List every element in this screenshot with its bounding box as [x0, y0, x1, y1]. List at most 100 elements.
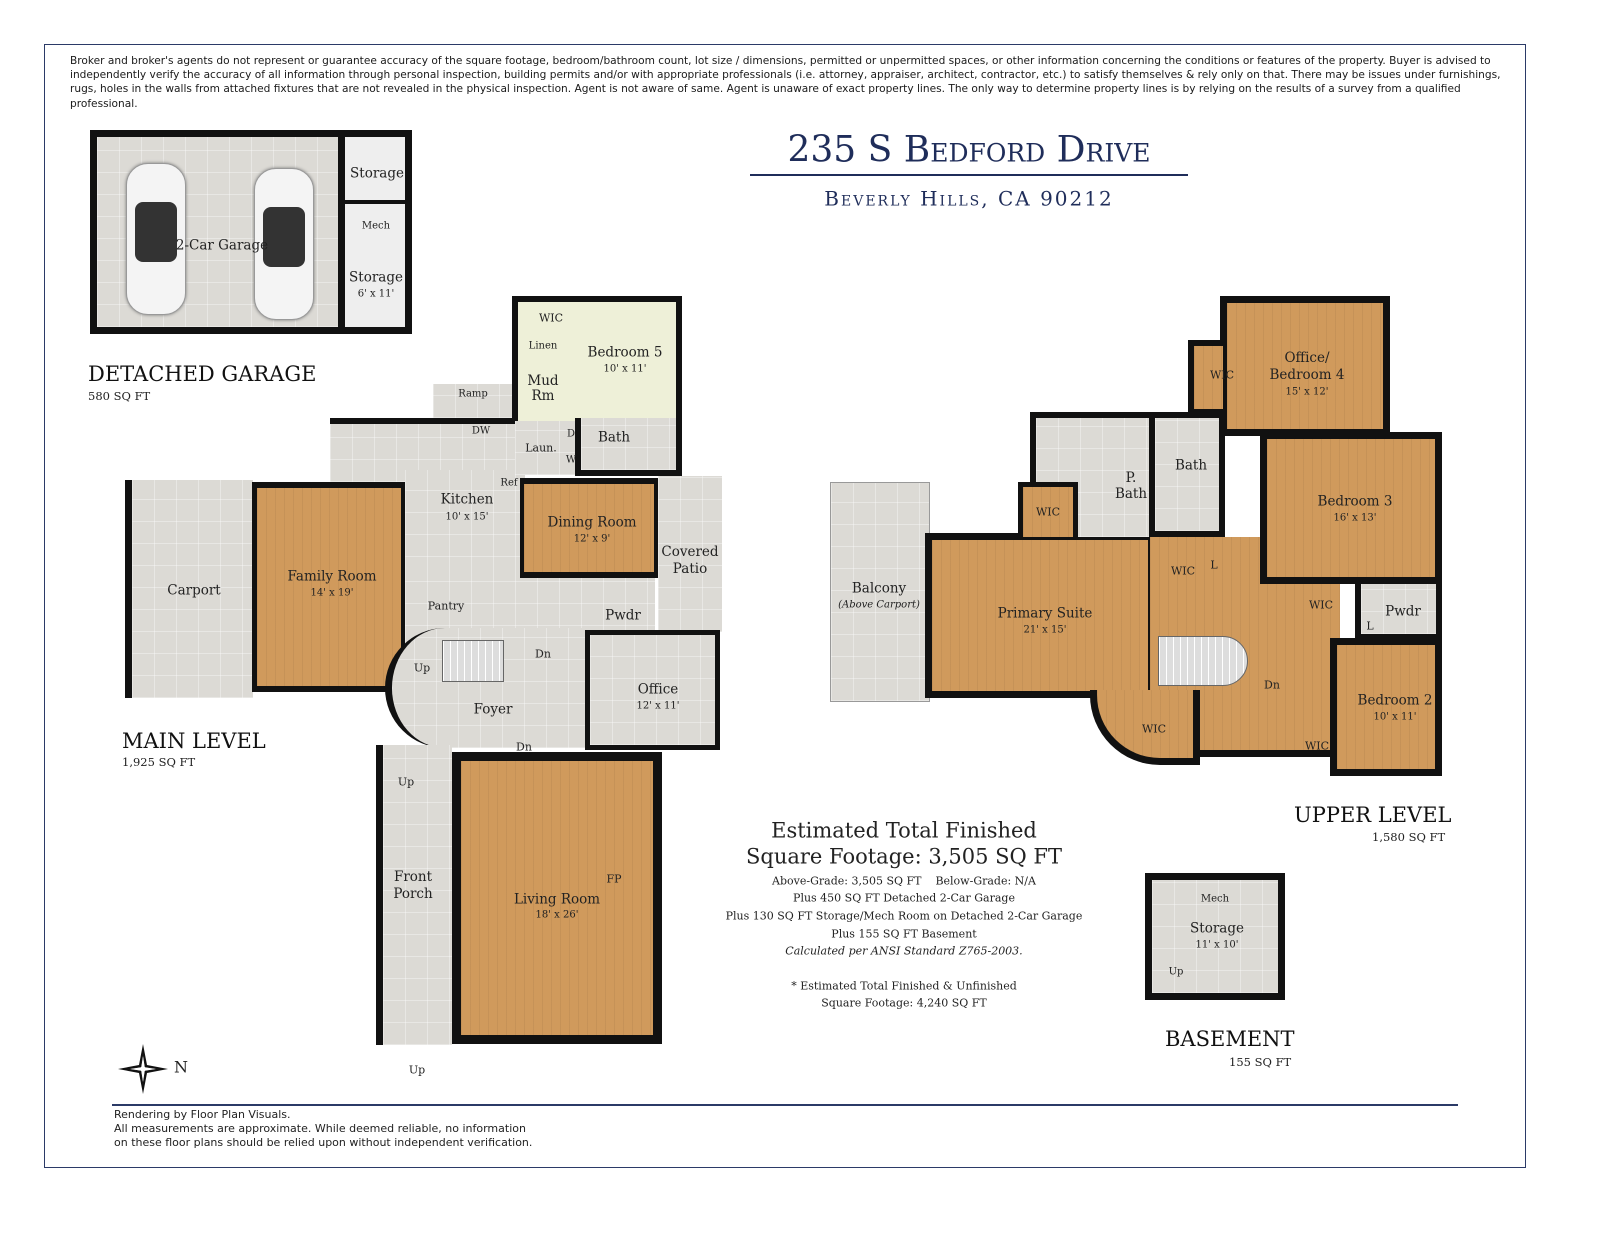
totals-note: * Estimated Total Finished & Unfinished — [791, 979, 1017, 993]
bath-upper — [1155, 412, 1225, 537]
totals-heading: Square Footage: 3,505 SQ FT — [746, 844, 1062, 869]
office-main — [585, 630, 720, 750]
garage-wall — [345, 200, 407, 204]
room-label: Bedroom 5 — [587, 344, 663, 361]
dryer: D — [566, 428, 576, 440]
room-dimension: 15' x 12' — [1285, 386, 1329, 398]
room-dimension: 12' x 9' — [573, 533, 611, 545]
stairs — [442, 640, 504, 682]
level-title: DETACHED GARAGE — [88, 362, 317, 386]
room-label: Bath — [597, 429, 631, 446]
room-label: Mech — [361, 220, 391, 232]
stair-label: Dn — [516, 740, 532, 754]
family-room — [252, 482, 407, 692]
room-dimension: 21' x 15' — [1023, 624, 1067, 636]
stairs-upper — [1158, 636, 1248, 686]
city-subtitle: Beverly Hills, CA 90212 — [824, 186, 1114, 211]
room-label: WIC — [1308, 598, 1334, 612]
room-label: Covered Patio — [661, 544, 719, 577]
room-label: P. Bath — [1114, 470, 1148, 502]
front-porch — [376, 745, 452, 1045]
room-label: WIC — [538, 311, 564, 325]
basement-storage — [1145, 873, 1285, 1000]
office-bedroom-4 — [1220, 296, 1390, 436]
level-title: MAIN LEVEL — [122, 729, 266, 753]
garage-storage-area — [345, 137, 405, 327]
room-label: WIC — [1304, 739, 1330, 753]
footer-line: All measurements are approximate. While … — [114, 1122, 526, 1135]
stair-label: Up — [1168, 966, 1184, 978]
stair-label: Up — [413, 661, 431, 675]
car-icon — [126, 163, 186, 315]
room-label: L — [1366, 619, 1374, 633]
room-label: Office/ Bedroom 4 — [1269, 350, 1345, 383]
covered-patio — [658, 476, 722, 632]
room-label: Ramp — [458, 388, 488, 400]
room-label: Living Room — [513, 891, 601, 908]
room-label: Office — [637, 681, 679, 698]
car-icon — [254, 168, 314, 320]
room-label: Carport — [167, 582, 221, 599]
footer-line: Rendering by Floor Plan Visuals. — [114, 1108, 291, 1121]
room-label: Bedroom 2 — [1357, 692, 1433, 709]
footer-line: on these floor plans should be relied up… — [114, 1136, 533, 1149]
room-label: Mech — [1200, 893, 1230, 905]
powder-upper — [1355, 584, 1442, 640]
page-border — [44, 44, 1526, 1168]
room-label: Pwdr — [605, 607, 641, 624]
fireplace-label: FP — [606, 872, 622, 886]
level-sqft: 1,925 SQ FT — [122, 755, 196, 769]
room-label: Mud Rm — [527, 373, 559, 404]
room-label: WIC — [1209, 368, 1235, 382]
wic — [1188, 340, 1223, 415]
room-label: Storage — [350, 165, 404, 182]
disclaimer: Broker and broker's agents do not repres… — [70, 55, 1501, 110]
totals-line: Above-Grade: 3,505 SQ FT Below-Grade: N/… — [772, 874, 1036, 888]
stair-label: Dn — [1264, 678, 1280, 692]
stair-label: Dn — [535, 647, 551, 661]
room-label: Laun. — [525, 441, 557, 455]
totals-line: Plus 450 SQ FT Detached 2-Car Garage — [793, 891, 1015, 905]
room-label: DW — [471, 425, 491, 437]
room-label: Storage — [349, 269, 403, 286]
level-sqft: 155 SQ FT — [1229, 1055, 1292, 1069]
balcony — [830, 482, 930, 702]
dining-room — [520, 478, 660, 578]
living-room — [452, 752, 662, 1044]
room-label: Front Porch — [393, 869, 433, 902]
room-label: Linen — [528, 340, 558, 352]
level-title: UPPER LEVEL — [1294, 803, 1452, 827]
room-label: Foyer — [473, 701, 513, 718]
footer: Rendering by Floor Plan Visuals. All mea… — [114, 1108, 532, 1150]
garage-label: 2-Car Garage — [175, 237, 269, 254]
totals-note: Square Footage: 4,240 SQ FT — [821, 996, 987, 1010]
ramp-area — [433, 384, 518, 418]
totals-line: Plus 130 SQ FT Storage/Mech Room on Deta… — [725, 909, 1083, 923]
room-note: (Above Carport) — [838, 599, 920, 611]
room-dimension: 10' x 11' — [1373, 711, 1417, 723]
room-label: Dining Room — [547, 514, 637, 531]
garage-wall — [338, 130, 345, 334]
room-label: WIC — [1141, 722, 1167, 736]
bath-main — [575, 418, 682, 476]
room-label: L — [1210, 558, 1218, 572]
room-dimension: 11' x 10' — [1195, 939, 1239, 951]
address-title: 235 S Bedford Drive — [787, 129, 1151, 171]
room-label: Primary Suite — [997, 605, 1093, 622]
level-title: BASEMENT — [1165, 1027, 1295, 1051]
room-dimension: 18' x 26' — [535, 909, 579, 921]
wic — [1018, 482, 1078, 537]
footer-divider — [112, 1104, 1458, 1106]
compass-icon — [118, 1044, 168, 1094]
room-label: Family Room — [287, 568, 377, 585]
bedroom-2 — [1330, 638, 1442, 776]
title-underline — [750, 174, 1188, 176]
stair-label: Up — [408, 1063, 426, 1077]
totals-heading: Estimated Total Finished — [771, 818, 1037, 843]
room-dimension: 10' x 15' — [445, 511, 489, 523]
level-sqft: 580 SQ FT — [88, 389, 151, 403]
room-label: Storage — [1190, 920, 1244, 937]
room-label: Balcony — [851, 580, 907, 597]
stair-label: Up — [397, 775, 415, 789]
